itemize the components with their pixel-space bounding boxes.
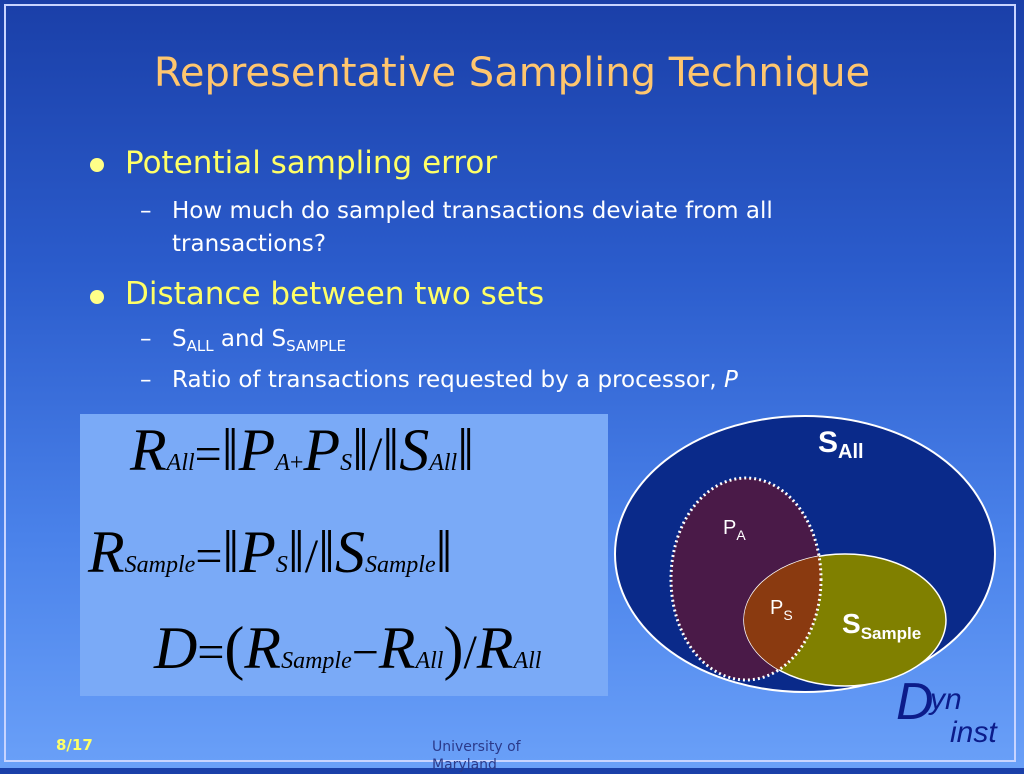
sub-bullet-2-2: Ratio of transactions requested by a pro… [172, 364, 738, 397]
f2-S: S [334, 519, 365, 585]
f2-div: / [304, 530, 319, 583]
f1-PA-sub: A [275, 450, 290, 476]
f1-norm-bar-4: ‖ [457, 417, 475, 483]
f1-div: / [368, 428, 383, 481]
svg-text:SSample: SSample [842, 608, 921, 643]
f2-PS: P [239, 519, 276, 585]
venn-sample-label: S [842, 608, 861, 639]
f3-rparen: ) [443, 615, 464, 681]
f3-R3-sub: All [513, 648, 542, 674]
f2-S-sub: Sample [364, 552, 436, 578]
s-sample-sub: SAMPLE [286, 337, 346, 355]
f1-PS-sub: S [340, 450, 353, 476]
f1-norm-bar-3: ‖ [382, 417, 400, 483]
svg-text:PS: PS [770, 597, 793, 623]
f1-norm-bar: ‖ [221, 417, 239, 483]
formula-box: RAll=‖PA+PS‖/‖SAll‖ RSample=‖PS‖/‖SSampl… [80, 414, 608, 696]
f3-R3: R [476, 615, 514, 681]
sub-bullet-1-1-line2: transactions? [172, 231, 327, 257]
venn-ps-label: P [770, 597, 783, 619]
f1-PA: P [238, 417, 276, 483]
f1-R: R [130, 417, 167, 483]
bullet-dot-1 [90, 158, 104, 172]
f3-R2-sub: All [415, 648, 444, 674]
and-s: and S [213, 326, 287, 352]
formula-1: RAll=‖PA+PS‖/‖SAll‖ [130, 416, 474, 485]
f2-norm-bar-4: ‖ [435, 519, 453, 585]
venn-pa-sub: A [736, 527, 746, 543]
university-line1: University of [432, 739, 521, 755]
ratio-text: Ratio of transactions requested by a pro… [172, 367, 725, 393]
dyninst-logo-inst: inst [950, 716, 997, 749]
bullet-1: Potential sampling error [125, 145, 498, 181]
f2-norm-bar-3: ‖ [318, 519, 335, 585]
f1-norm-bar-2: ‖ [352, 417, 369, 483]
svg-text:SAll: SAll [818, 426, 864, 463]
f2-eq: = [195, 530, 223, 583]
f2-R-sub: Sample [124, 552, 196, 578]
f3-div: / [463, 626, 477, 679]
f3-R1-sub: Sample [281, 648, 352, 674]
set-overlap [744, 554, 821, 680]
f1-eq: = [194, 428, 222, 481]
venn-pa-label: P [723, 517, 736, 539]
f3-eq: = [197, 626, 225, 679]
university-line2: Maryland [432, 757, 497, 773]
venn-all-label: S [818, 426, 838, 459]
f3-minus: − [351, 626, 379, 679]
dash-2: – [140, 326, 152, 352]
sub-bullet-1-1-line1: How much do sampled transactions deviate… [172, 198, 773, 224]
venn-all-sub: All [838, 441, 864, 463]
dash-3: – [140, 367, 152, 393]
dyninst-logo-yn: yn [930, 683, 962, 716]
svg-text:PA: PA [723, 517, 746, 543]
dyninst-logo-d: D [896, 673, 934, 731]
s-all-sub: ALL [186, 337, 214, 355]
f2-norm-bar-2: ‖ [287, 519, 305, 585]
f3-R1: R [244, 615, 282, 681]
set-pa-outline [669, 476, 823, 682]
slide-frame [4, 4, 1016, 762]
university-label: University of Maryland [432, 738, 552, 774]
f3-D: D [154, 615, 198, 681]
slide-title: Representative Sampling Technique [153, 50, 871, 96]
f3-lparen: ( [224, 615, 245, 681]
venn-sample-sub: Sample [861, 624, 921, 643]
f1-R-sub: All [166, 450, 195, 476]
f2-norm-bar: ‖ [222, 519, 240, 585]
formula-3: D=(RSample−RAll)/RAll [154, 614, 541, 683]
ratio-var: P [724, 367, 738, 393]
s-all-s: S [172, 326, 187, 352]
page-number: 8/17 [56, 736, 93, 754]
f1-S-sub: All [429, 450, 458, 476]
sub-bullet-2-1: SALL and SSAMPLE [172, 323, 346, 363]
f1-plus: + [289, 450, 304, 476]
venn-diagram: SAll PA PS SSample [614, 415, 996, 693]
sub-bullet-1-1: How much do sampled transactions deviate… [172, 195, 773, 261]
f1-PS: P [303, 417, 341, 483]
dash-1: – [140, 198, 152, 224]
bullet-dot-2 [90, 290, 104, 304]
f2-R: R [88, 519, 125, 585]
f3-R2: R [378, 615, 416, 681]
f1-S: S [399, 417, 430, 483]
bullet-2: Distance between two sets [125, 276, 545, 312]
f2-PS-sub: S [275, 552, 288, 578]
formula-2: RSample=‖PS‖/‖SSample‖ [88, 518, 452, 587]
venn-ps-sub: S [783, 607, 792, 623]
